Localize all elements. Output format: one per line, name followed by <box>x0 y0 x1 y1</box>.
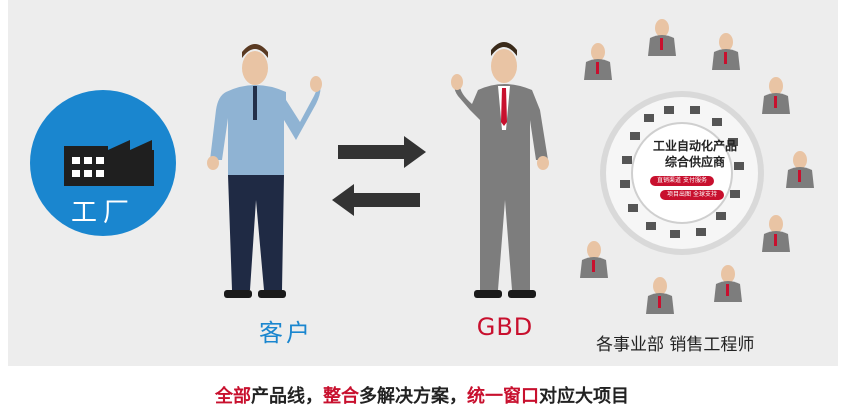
engineer-avatar-icon <box>762 77 790 114</box>
caption-part4: 多解决方案， <box>359 386 467 407</box>
factory-label: 工厂 <box>70 198 135 228</box>
engineer-avatar-icon <box>646 277 674 314</box>
engineer-avatar-icon <box>584 43 612 80</box>
engineer-avatar-icon <box>712 33 740 70</box>
engineer-avatar-icon <box>714 265 742 302</box>
caption-part3: 整合 <box>323 386 359 407</box>
exchange-arrows-icon <box>332 136 426 216</box>
client-label: 客户 <box>259 319 313 347</box>
caption: 全部产品线，整合多解决方案，统一窗口对应大项目 <box>0 382 844 408</box>
engineer-avatar-icon <box>762 215 790 252</box>
factory-building-icon <box>64 140 154 186</box>
hub-pill-2: 项目出图 全球支持 <box>660 190 724 200</box>
departments-label: 各事业部 销售工程师 <box>596 335 755 355</box>
gbd-person-figure <box>451 42 549 298</box>
caption-part1: 全部 <box>215 386 251 407</box>
engineer-avatar-icon <box>580 241 608 278</box>
client-person-figure <box>207 44 322 298</box>
caption-part2: 产品线， <box>251 386 323 407</box>
engineer-avatar-icon <box>648 19 676 56</box>
gbd-label: GBD <box>476 313 534 341</box>
sales-engineer-icons <box>580 19 814 314</box>
hub-title: 工业自动化产品 综合供应商 <box>640 138 750 170</box>
hub-pill-1: 直销渠道 支付服务 <box>650 176 714 186</box>
supplier-hub-wheel <box>600 91 764 255</box>
hub-title-line2: 综合供应商 <box>664 155 725 169</box>
caption-part5: 统一窗口 <box>467 386 539 407</box>
hub-title-line1: 工业自动化产品 <box>652 139 737 153</box>
caption-part6: 对应大项目 <box>539 386 629 407</box>
engineer-avatar-icon <box>786 151 814 188</box>
